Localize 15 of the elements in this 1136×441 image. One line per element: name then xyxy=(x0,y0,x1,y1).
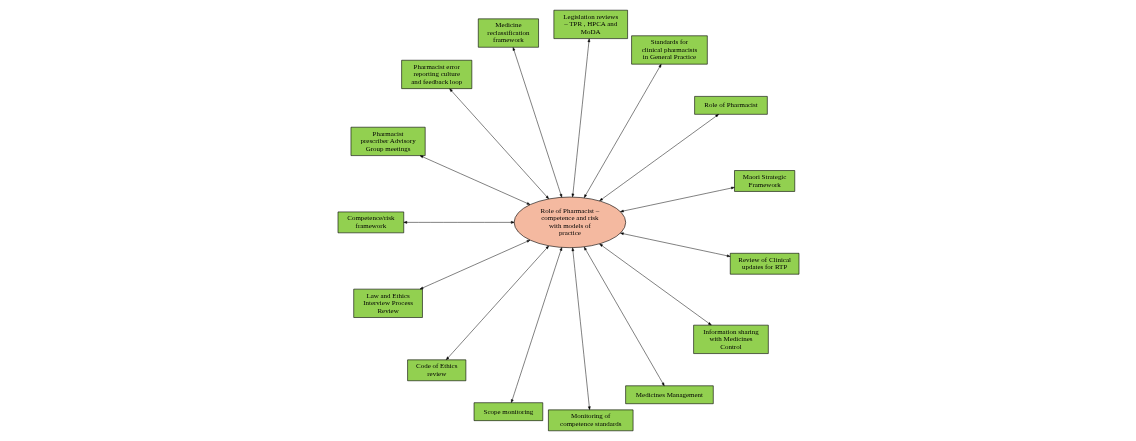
arrow xyxy=(512,47,562,198)
arrow xyxy=(583,64,661,198)
arrow xyxy=(419,239,530,290)
arrow xyxy=(598,243,712,326)
arrow xyxy=(598,114,719,201)
arrow xyxy=(510,247,562,403)
arrow xyxy=(419,155,530,205)
arrow xyxy=(445,245,549,360)
arrow xyxy=(571,38,590,198)
arrow xyxy=(403,221,514,224)
arrow xyxy=(619,186,735,213)
arrow xyxy=(448,88,549,199)
arrow xyxy=(583,246,664,386)
arrow xyxy=(619,232,730,258)
arrow xyxy=(571,247,591,410)
